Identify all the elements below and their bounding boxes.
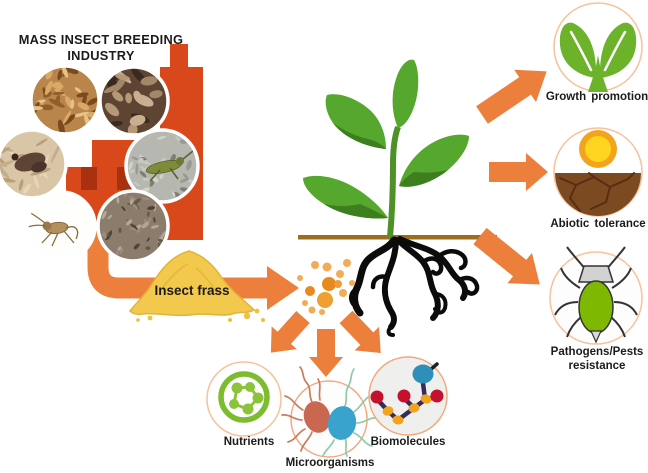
frass-pile [128, 250, 265, 322]
frass-label: Insect frass [154, 283, 230, 298]
arrow-to-biomolecules-icon [339, 310, 381, 353]
leaves-icon [559, 22, 637, 92]
plant-stem [387, 125, 401, 238]
insect-photo-moth [0, 128, 68, 200]
frass-particles [297, 259, 355, 315]
growth-promotion-label: Growth promotion [545, 91, 648, 103]
pathogens-resistance-label: Pathogens/Pests resistance [550, 346, 644, 372]
pathogens-resistance-circle [549, 246, 643, 345]
pipe-arrow [87, 230, 299, 310]
nutrient-molecule-icon [218, 371, 270, 423]
biomolecules-label: Biomolecules [370, 436, 446, 448]
diagram-title: MASS INSECT BREEDING INDUSTRY [10, 32, 192, 64]
factory-window [81, 167, 97, 190]
microorganisms-label: Microorganisms [285, 457, 375, 469]
diagram-title-line2: INDUSTRY [67, 48, 135, 63]
microorganisms-circle [281, 366, 378, 458]
plant-leaf [303, 59, 469, 219]
diagram-title-line1: MASS INSECT BREEDING [18, 32, 184, 47]
molecule-structure-icon [370, 362, 444, 425]
arrow-to-growth-promotion-icon [476, 69, 547, 124]
insect-photo-mealworms [29, 64, 101, 136]
insect-photo-grasshopper [124, 128, 200, 204]
pipe-arrowhead-icon [267, 266, 299, 310]
insect-photo-fly-larvae [98, 65, 170, 137]
abiotic-tolerance-circle [553, 127, 643, 217]
plant-roots [348, 236, 480, 337]
abiotic-tolerance-label: Abiotic tolerance [550, 218, 646, 230]
sun-over-soil-icon [555, 130, 641, 216]
biomolecules-circle [368, 356, 448, 436]
microbes-icon [281, 366, 378, 457]
seedling-plant [303, 59, 469, 238]
nutrients-circle [206, 361, 282, 437]
arrow-to-nutrients-icon [270, 310, 310, 353]
arrow-to-microorganisms-icon [309, 329, 343, 377]
insect-photo-cricket [25, 190, 97, 262]
aphid-icon [554, 246, 638, 344]
growth-promotion-circle [553, 2, 643, 92]
insect-photo-rearing-substrate [96, 189, 170, 263]
arrow-to-pathogens-resistance-icon [473, 227, 540, 285]
nutrients-label: Nutrients [223, 436, 275, 448]
arrow-to-abiotic-tolerance-icon [489, 153, 548, 191]
